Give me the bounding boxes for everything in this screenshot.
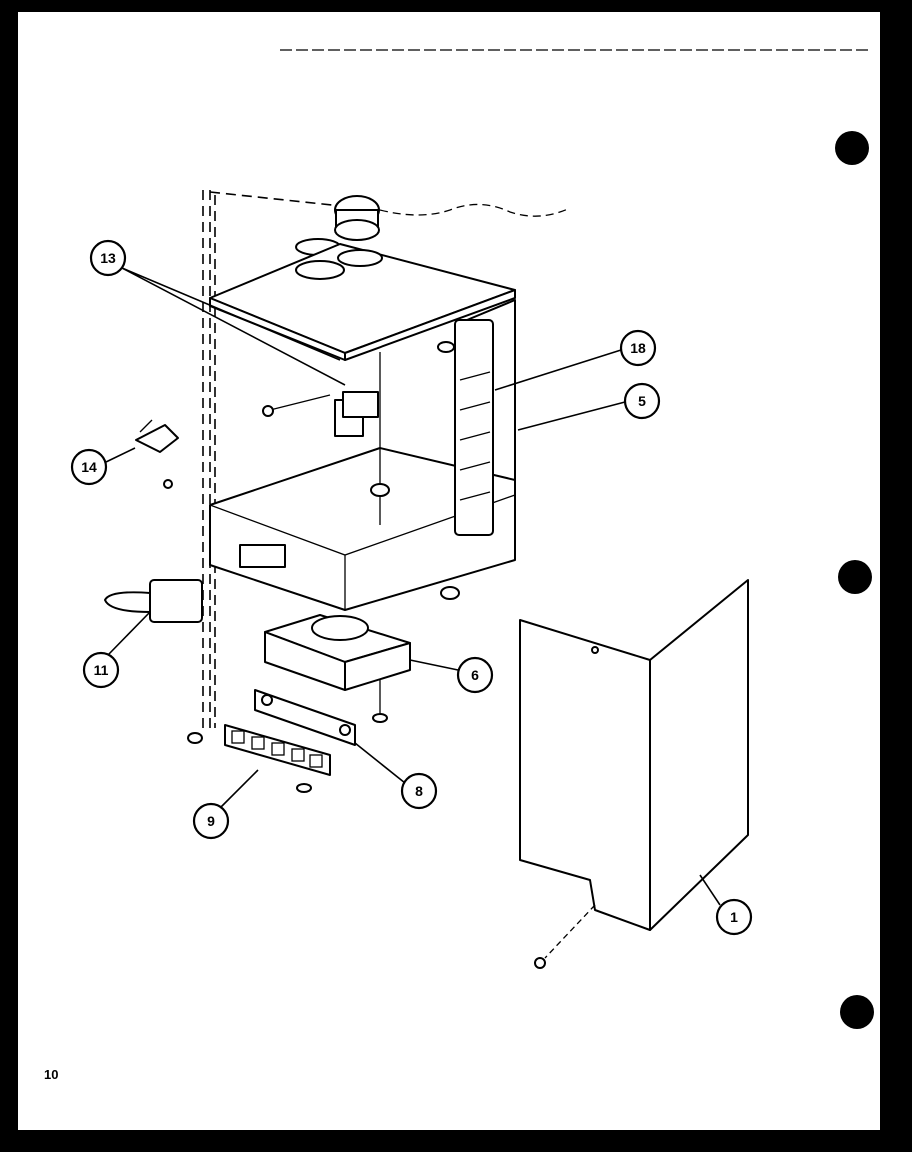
leader-9 [219,769,259,809]
callout-11: 11 [82,651,120,689]
callout-6: 6 [456,656,494,694]
callout-8-label: 8 [415,783,423,799]
callout-14-label: 14 [81,459,97,475]
leader-11 [107,611,151,656]
callout-11-label: 11 [94,662,109,678]
callout-8: 8 [400,772,438,810]
leader-1 [699,874,721,906]
callout-9-label: 9 [207,813,215,829]
switch-part-14 [135,419,179,489]
callout-5-label: 5 [638,393,646,409]
plate-part-8 [254,689,356,746]
binder-hole-top [835,131,869,165]
callout-1: 1 [715,898,753,936]
page-number: 10 [44,1067,59,1082]
transformer-part-6 [264,614,411,723]
leader-18 [494,349,622,391]
cover-panel-part-1 [519,579,749,969]
callout-13: 13 [89,239,127,277]
callout-18: 18 [619,329,657,367]
binder-hole-middle [838,560,872,594]
leader-5 [517,401,626,431]
callout-1-label: 1 [730,909,738,925]
callout-18-label: 18 [630,340,646,356]
binder-hole-bottom [840,995,874,1029]
knob-part-11 [104,579,203,623]
leader-13 [121,267,346,386]
control-box [209,243,516,611]
mounting-rail [202,190,361,730]
leader-14 [105,447,136,463]
leader-8 [354,742,406,784]
callout-9: 9 [192,802,230,840]
wire [379,203,571,217]
callout-13-label: 13 [100,250,116,266]
callout-14: 14 [70,448,108,486]
leader-6 [409,659,459,671]
callout-6-label: 6 [471,667,479,683]
callout-5: 5 [623,382,661,420]
switch-bank-part-9 [187,724,331,793]
